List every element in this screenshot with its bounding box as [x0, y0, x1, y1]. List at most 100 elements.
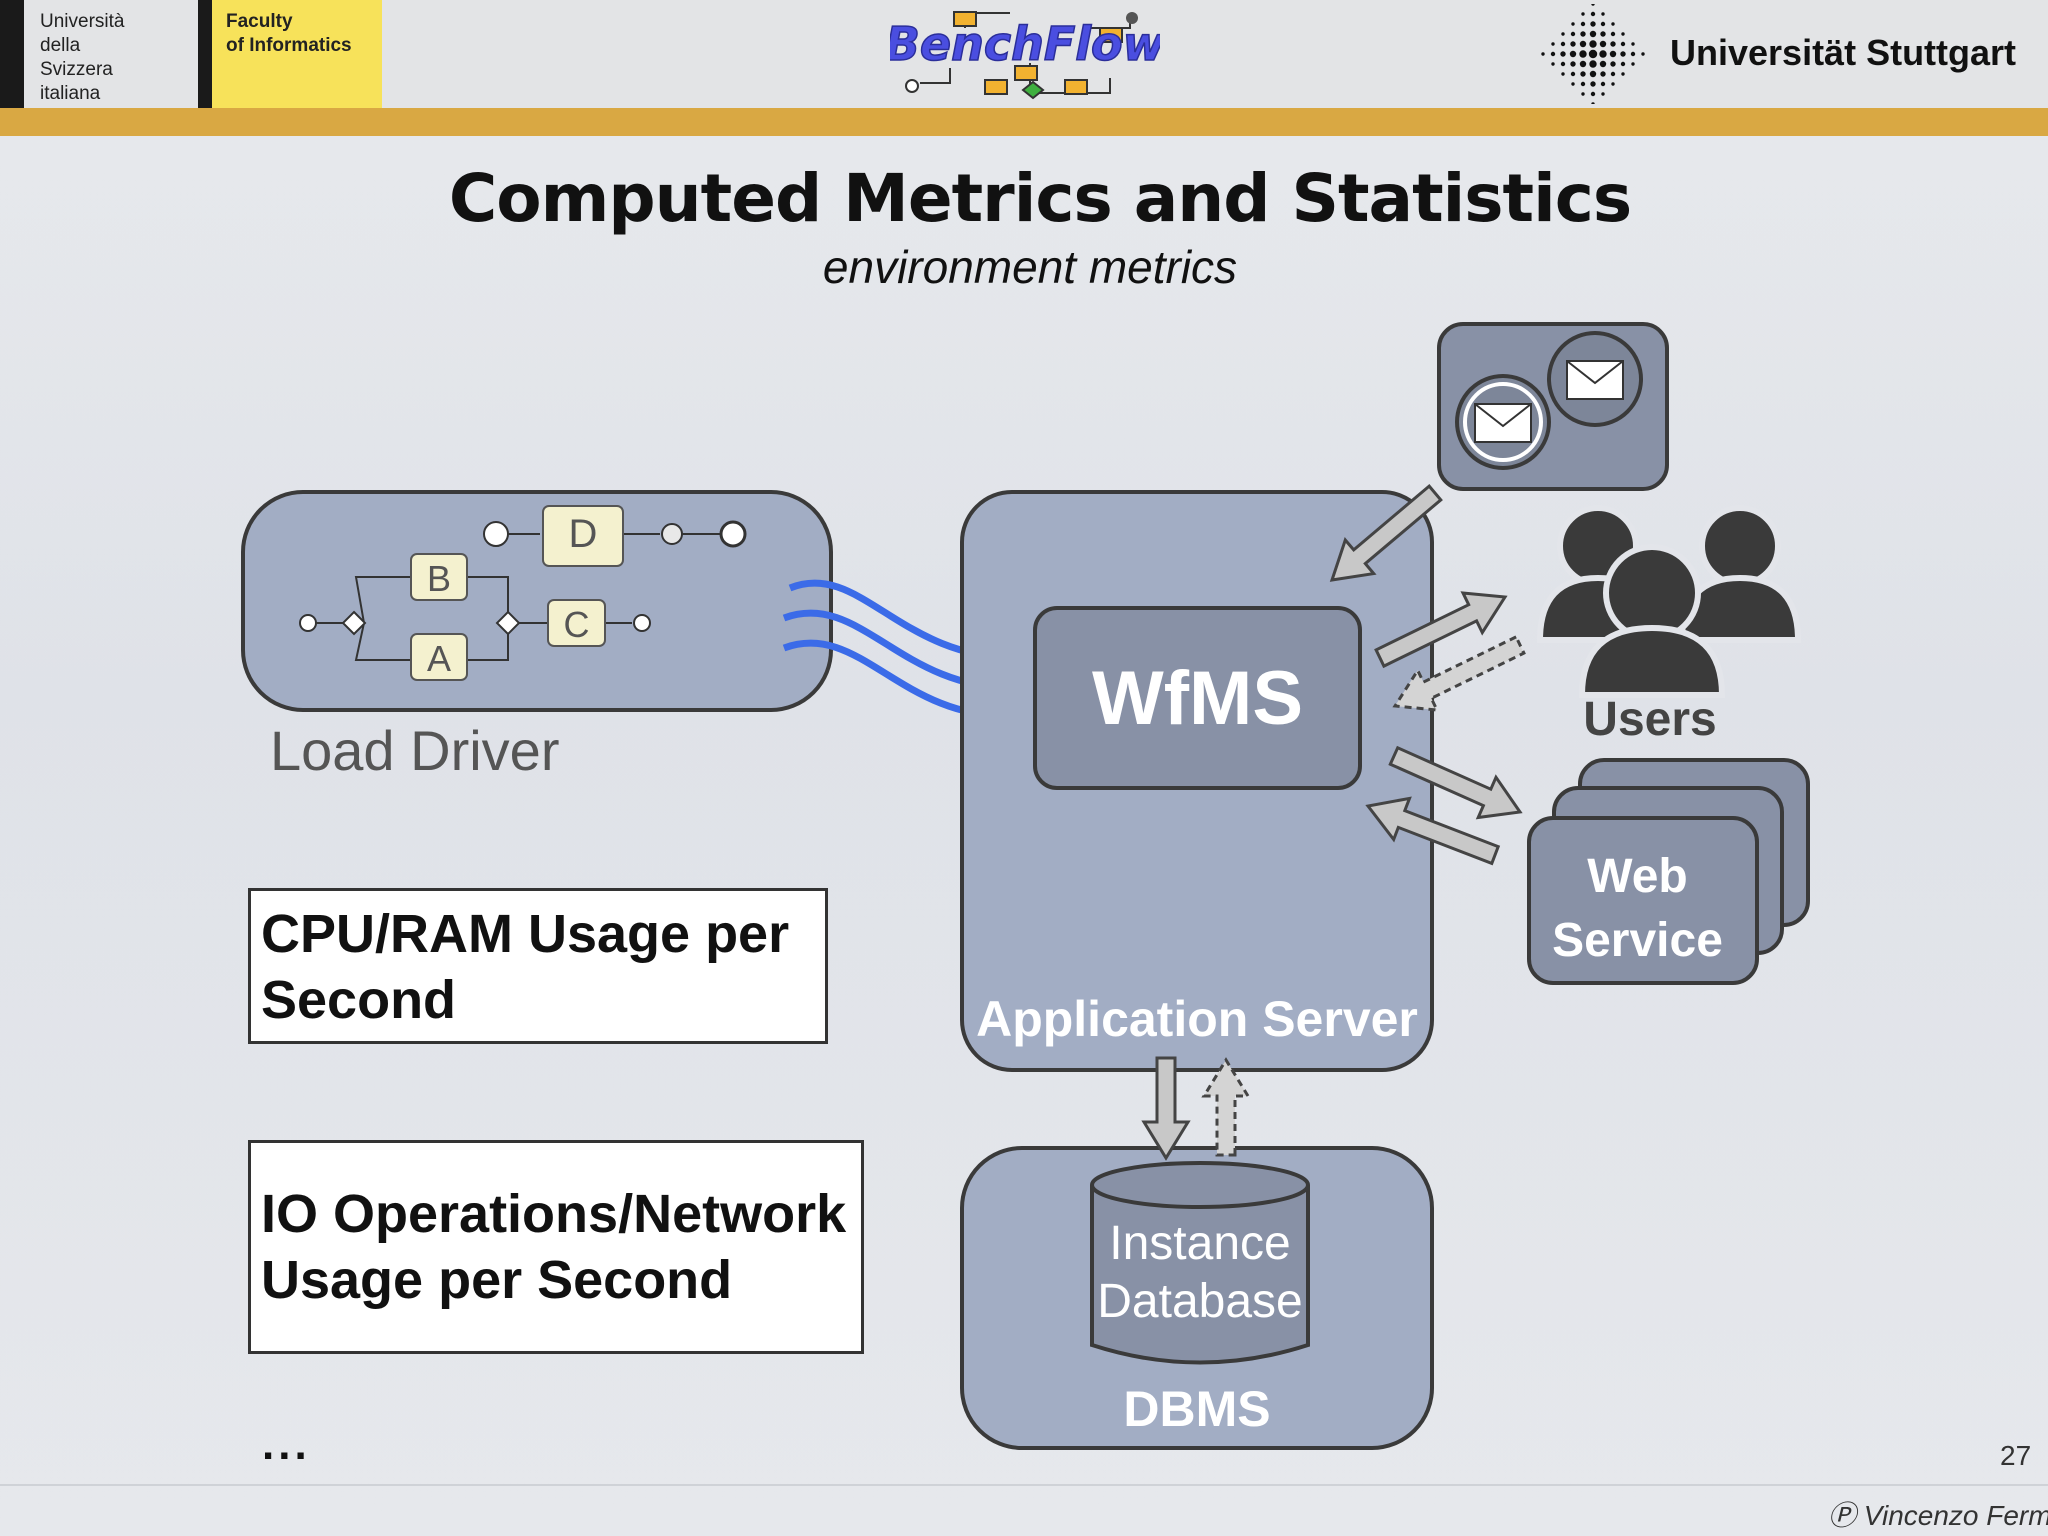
task-c-label: C — [563, 604, 590, 645]
usi-logo-text: Università della Svizzera italiana — [40, 10, 124, 106]
stuttgart-logo-dot — [1601, 92, 1605, 96]
stuttgart-logo-dot — [1599, 60, 1607, 68]
stuttgart-logo-dot — [1600, 81, 1606, 87]
stuttgart-logo-dot — [1621, 32, 1625, 36]
stuttgart-logo-dot — [1550, 51, 1556, 57]
stuttgart-logo-dot — [1641, 52, 1645, 56]
web-service-box — [1527, 816, 1759, 985]
stuttgart-logo-dot — [1621, 72, 1625, 76]
task-b — [410, 553, 468, 601]
usi-logo-bar — [0, 0, 24, 108]
stuttgart-logo-dot — [1571, 22, 1575, 26]
stuttgart-logo-dot — [1560, 41, 1566, 47]
faculty-line: Faculty — [226, 11, 293, 32]
instance-db-line: Instance — [1109, 1217, 1291, 1270]
instance-database-cylinder — [1090, 1161, 1310, 1365]
metric-line: CPU/RAM Usage per — [261, 904, 790, 964]
stuttgart-logo-dot — [1561, 72, 1565, 76]
stuttgart-logo-dot — [1570, 41, 1576, 47]
stuttgart-logo-dot — [1580, 31, 1586, 37]
stuttgart-logo-dot — [1590, 11, 1596, 17]
slide-subtitle: environment metrics — [822, 241, 1238, 293]
stuttgart-logo-dot — [1590, 91, 1596, 97]
task-d-label: D — [568, 512, 598, 556]
load-driver-box — [241, 490, 833, 712]
stuttgart-logo-dot — [1590, 81, 1596, 87]
stuttgart-logo-dot — [1580, 21, 1586, 27]
metric-line: Usage per Second — [261, 1250, 733, 1310]
stuttgart-logo-dot — [1601, 12, 1605, 16]
task-a-label: A — [426, 638, 451, 679]
stuttgart-logo-dot — [1579, 50, 1587, 58]
author-credit: Ⓟ Vincenzo Ferme — [1828, 1494, 2048, 1534]
stuttgart-logo-dot — [1580, 81, 1586, 87]
task-a — [410, 633, 468, 681]
stuttgart-logo-dot — [1609, 50, 1617, 58]
appserver-to-dbms-arrow — [1141, 1056, 1191, 1161]
metric-box-io-network: IO Operations/Network Usage per Second — [248, 1140, 864, 1354]
task-d — [542, 505, 624, 567]
stuttgart-logo-dot — [1581, 12, 1585, 16]
stuttgart-logo-dot — [1630, 51, 1636, 57]
mail-to-wfms-arrow — [1329, 483, 1443, 582]
stuttgart-logo-dot — [1570, 71, 1576, 77]
author-name: Vincenzo Ferme — [1863, 1500, 2048, 1531]
instance-database-label: Instance Database — [1090, 1215, 1310, 1331]
stuttgart-logo-dot — [1560, 51, 1566, 57]
wfms-box — [1033, 606, 1362, 790]
dbms-label: DBMS — [1123, 1381, 1271, 1437]
stuttgart-logo-dot — [1610, 61, 1616, 67]
stuttgart-logo-dot — [1551, 62, 1555, 66]
users-icon — [1536, 505, 1802, 698]
footer-divider — [0, 1484, 2048, 1486]
stuttgart-logo-dot — [1620, 41, 1626, 47]
more-ellipsis: ... — [262, 1420, 311, 1469]
stuttgart-logo-dot — [1620, 61, 1626, 67]
web-service-line: Web — [1587, 850, 1688, 903]
usi-line: Svizzera — [40, 59, 113, 80]
gateway-join — [495, 610, 521, 636]
faculty-logo-bar — [198, 0, 212, 108]
stuttgart-logo-dot — [1599, 50, 1607, 58]
stuttgart-logo-dot — [1590, 21, 1596, 27]
dbms-to-appserver-dashed-arrow — [1201, 1057, 1251, 1157]
webservice-to-wfms-arrow — [1365, 796, 1501, 866]
bpmn-process — [299, 520, 747, 661]
metric-line: Second — [261, 970, 457, 1030]
users-label: Users — [1583, 693, 1717, 746]
stuttgart-logo-dot — [1599, 40, 1607, 48]
load-driver-label: Load Driver — [270, 719, 560, 782]
stuttgart-logo-dot — [1571, 82, 1575, 86]
stuttgart-logo-dot — [1569, 50, 1577, 58]
stuttgart-logo-dot — [1580, 71, 1586, 77]
stuttgart-logo-dot — [1589, 70, 1597, 78]
slide-title: Computed Metrics and Statistics — [448, 160, 1632, 237]
stuttgart-logo — [1541, 4, 1645, 104]
web-service-label: Web Service — [1530, 845, 1745, 973]
metric-box-cpu-ram: CPU/RAM Usage per Second — [248, 888, 828, 1044]
metric-line: IO Operations/Network — [261, 1184, 847, 1244]
stuttgart-logo-dot — [1631, 42, 1635, 46]
benchflow-logo: BenchFlow — [890, 11, 1160, 100]
stuttgart-logo-dot — [1610, 41, 1616, 47]
wfms-label: WfMS — [1091, 655, 1304, 741]
stuttgart-logo-dot — [1560, 61, 1566, 67]
stuttgart-logo-dot — [1600, 21, 1606, 27]
faculty-logo: Faculty of Informatics — [212, 0, 382, 108]
slide-header: Università della Svizzera italiana Facul… — [0, 0, 2048, 108]
stuttgart-logo-dot — [1579, 60, 1587, 68]
task-c — [547, 599, 606, 647]
copyleft-icon: Ⓟ — [1828, 1500, 1857, 1531]
wfms-to-webservice-arrow — [1388, 745, 1523, 820]
stuttgart-logo-dot — [1631, 62, 1635, 66]
task-b-label: B — [426, 558, 451, 599]
instance-db-line: Database — [1097, 1275, 1303, 1328]
stuttgart-logo-dot — [1610, 71, 1616, 77]
users-to-wfms-dashed-arrow — [1392, 634, 1526, 712]
usi-line: Università — [40, 11, 125, 32]
stuttgart-logo-dot — [1611, 22, 1615, 26]
stuttgart-logo-dot — [1620, 51, 1626, 57]
stuttgart-logo-dot — [1551, 42, 1555, 46]
usi-line: della — [40, 35, 81, 56]
